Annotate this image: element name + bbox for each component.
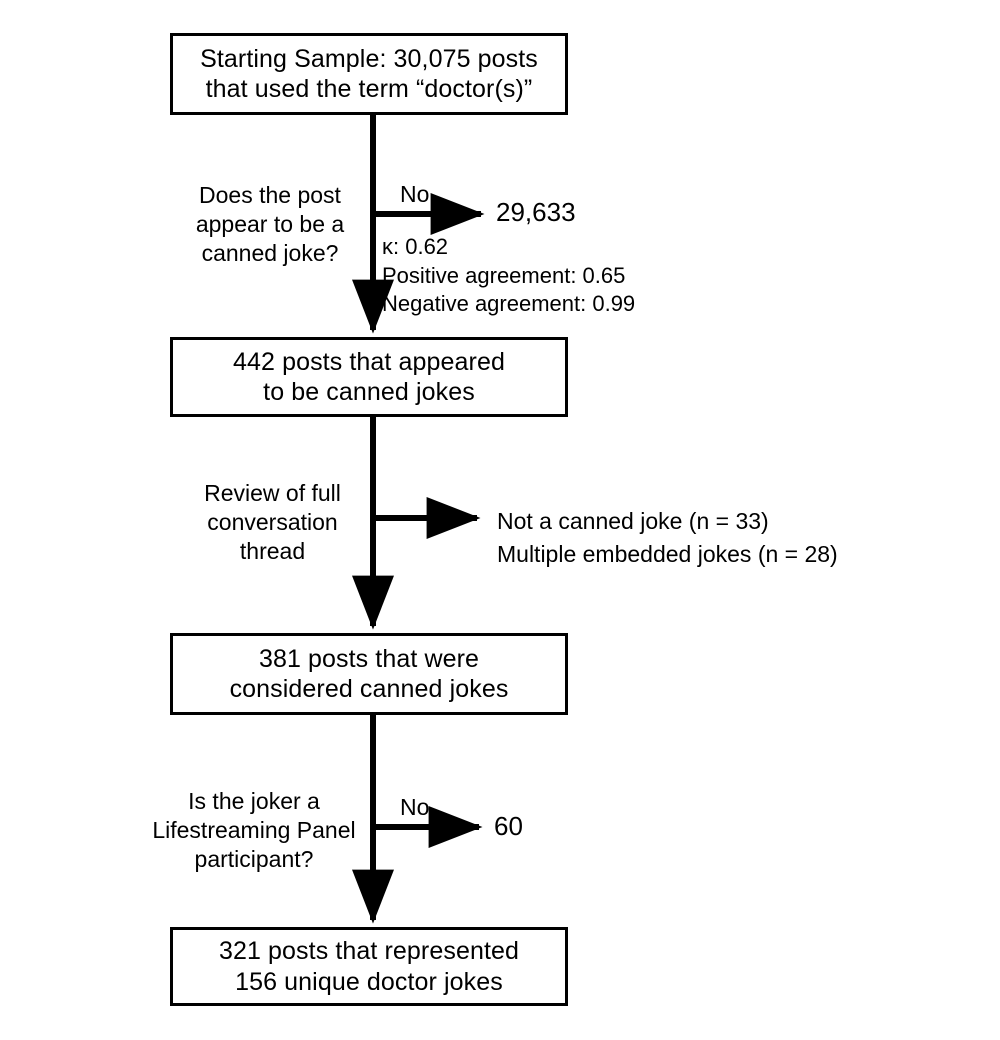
step-thread-review-question: Review of full conversation thread: [204, 480, 341, 564]
node-final-sample-line1: 321 posts that represented: [218, 937, 520, 965]
node-appeared-canned: 442 posts that appeared to be canned jok…: [170, 337, 568, 417]
node-starting-sample-line1: Starting Sample: 30,075 posts: [200, 44, 538, 73]
step-lifestreaming-branch-value: 60: [494, 811, 523, 841]
node-final-sample: 321 posts that represented 156 unique do…: [170, 927, 568, 1006]
step-canned-joke-branch-label: No: [400, 181, 430, 207]
step-canned-joke-statistics: κ: 0.62 Positive agreement: 0.65 Negativ…: [382, 234, 636, 317]
node-appeared-canned-line1: 442 posts that appeared: [233, 347, 505, 376]
step-lifestreaming-branch-label: No: [400, 794, 430, 820]
node-starting-sample: Starting Sample: 30,075 posts that used …: [170, 33, 568, 115]
node-considered-canned-line2: considered canned jokes: [229, 675, 509, 703]
node-appeared-canned-line2: to be canned jokes: [263, 378, 475, 406]
node-considered-canned: 381 posts that were considered canned jo…: [170, 633, 568, 715]
node-starting-sample-line2: that used the term “doctor(s)”: [205, 75, 533, 103]
step-lifestreaming-question: Is the joker a Lifestreaming Panel parti…: [152, 788, 356, 872]
step-canned-joke-question: Does the post appear to be a canned joke…: [195, 182, 345, 266]
step-canned-joke-branch-value: 29,633: [496, 197, 576, 227]
node-final-sample-line2: 156 unique doctor jokes: [235, 967, 503, 996]
step-thread-review-exclusions: Not a canned joke (n = 33) Multiple embe…: [497, 508, 838, 568]
node-considered-canned-line1: 381 posts that were: [258, 644, 480, 673]
